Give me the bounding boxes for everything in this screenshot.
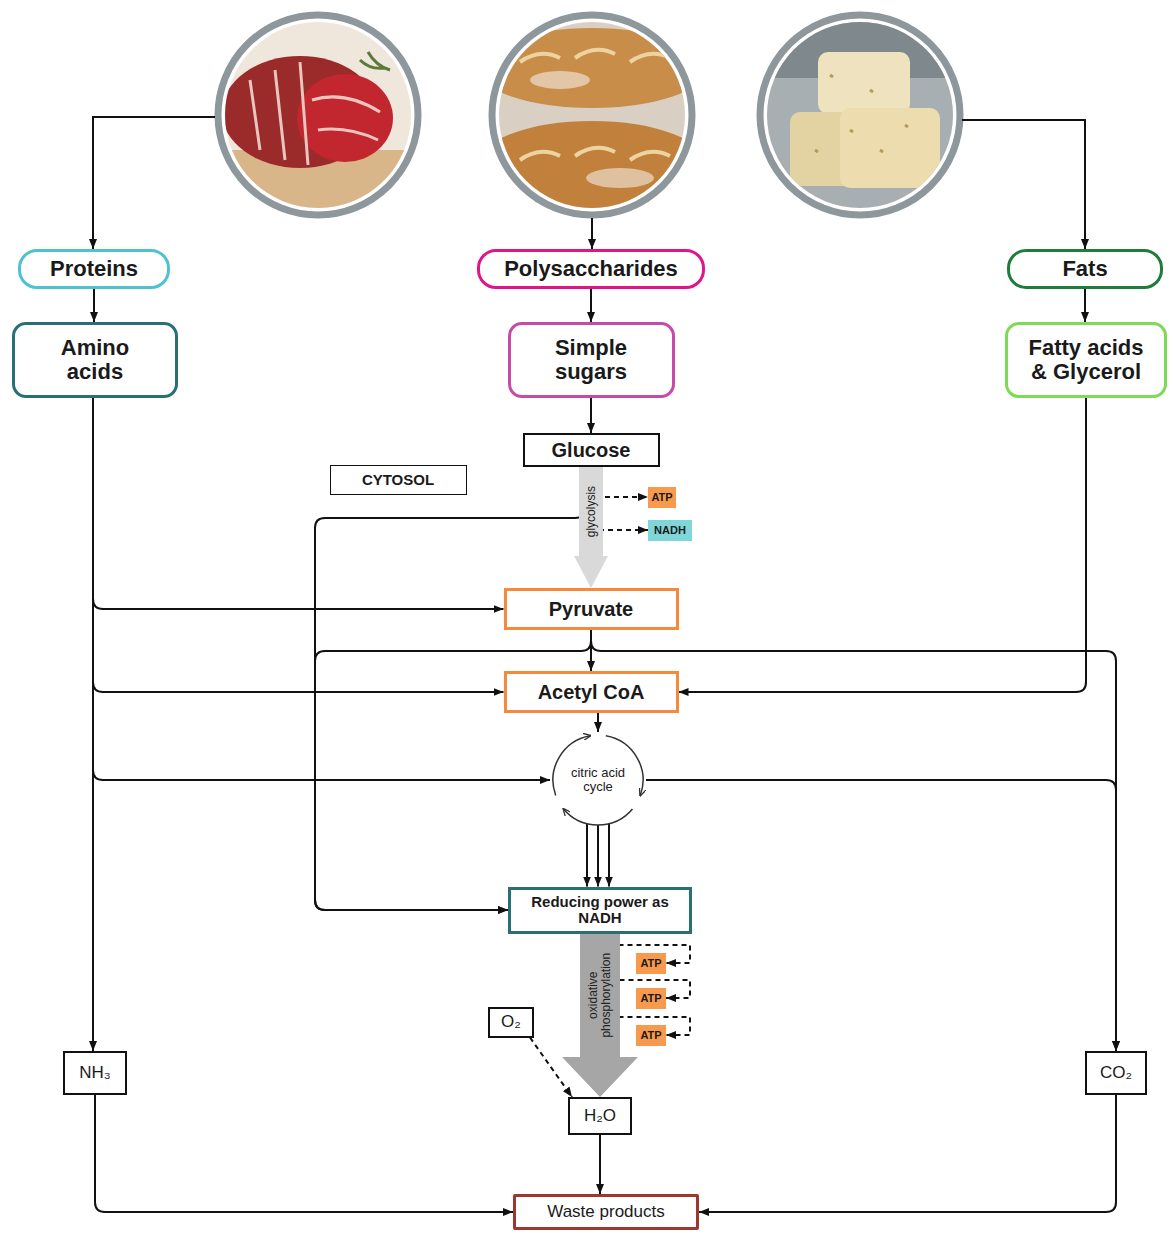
node-text: Acetyl CoA (538, 681, 645, 703)
node-text: citric acid cycle (562, 766, 634, 795)
photo-ring (760, 15, 960, 215)
node-text: ATP (640, 1029, 661, 1041)
connector (646, 780, 1116, 1051)
bread-photo (477, 18, 707, 218)
atp-tag: ATP (636, 988, 666, 1009)
nadh-tag: NADH (648, 520, 692, 541)
node-text: Fats (1062, 257, 1107, 281)
herb-sprig (360, 52, 390, 70)
connector (1084, 289, 1086, 322)
source-line (591, 218, 593, 249)
meat-string (250, 62, 380, 165)
photo-ring (492, 15, 692, 215)
meat-cut-face (297, 74, 393, 162)
connector (597, 713, 599, 732)
bread-loaf (477, 121, 707, 209)
process-arrow (562, 934, 638, 1098)
node-text: Glucose (552, 439, 631, 461)
building-block-box: Amino acids (12, 322, 178, 398)
connector (95, 1095, 513, 1212)
connector (93, 398, 504, 692)
cheese-rind-spot (815, 75, 908, 152)
source-line (962, 120, 1085, 249)
connector (590, 398, 592, 433)
connector (608, 824, 610, 887)
nutrient-class-box: Polysaccharides (477, 249, 705, 289)
node-text: Waste products (547, 1203, 664, 1222)
process-arrow (574, 467, 608, 588)
connector (92, 398, 94, 1051)
reducing-power-box: Reducing power as NADH (508, 887, 692, 934)
node-text: NH₃ (79, 1064, 110, 1083)
nutrient-class-box: Proteins (18, 249, 170, 289)
node-text: Proteins (50, 257, 138, 281)
molecule-box: NH₃ (63, 1051, 127, 1095)
band-group (562, 467, 638, 1097)
connector (597, 825, 599, 887)
node-text: Pyruvate (549, 598, 634, 620)
metabolite-box: Glucose (523, 433, 660, 467)
line-group (93, 289, 1116, 1212)
node-text: Reducing power as NADH (530, 894, 670, 927)
nutrient-class-box: Fats (1007, 249, 1163, 289)
source-line (93, 117, 215, 249)
node-text: Fatty acids & Glycerol (1020, 336, 1152, 384)
molecule-box: CO₂ (1085, 1051, 1147, 1095)
node-text: Amino acids (35, 336, 155, 384)
node-text: Polysaccharides (504, 257, 678, 281)
dashed-connector (530, 1038, 572, 1098)
node-text: O₂ (501, 1013, 521, 1032)
node-text: ATP (640, 992, 661, 1004)
connector (699, 1095, 1116, 1212)
node-text: CYTOSOL (362, 472, 434, 489)
connector (93, 289, 95, 322)
edge-label: glycolysis (585, 484, 598, 539)
connector (93, 398, 550, 780)
molecule-box: H₂O (568, 1097, 632, 1135)
cycle-circle: citric acid cycle (550, 732, 646, 828)
cycle-arc (564, 809, 633, 825)
connector (586, 824, 588, 887)
compartment-label: CYTOSOL (330, 465, 467, 495)
connector (679, 398, 1087, 692)
node-text: Simple sugars (531, 336, 651, 384)
photo-ring (218, 15, 418, 215)
building-block-box: Fatty acids & Glycerol (1005, 322, 1167, 398)
dashed-connector (612, 934, 690, 1036)
node-text: CO₂ (1100, 1064, 1132, 1083)
edge-label: oxidative phosphorylation (587, 943, 613, 1047)
building-block-box: Simple sugars (508, 322, 675, 398)
molecule-box: O₂ (488, 1007, 534, 1038)
dashed-connector (599, 467, 648, 497)
node-text: ATP (651, 491, 672, 503)
node-text: NADH (654, 524, 686, 536)
bread-loaf (477, 28, 707, 108)
atp-tag: ATP (648, 487, 676, 508)
connector (599, 1135, 601, 1194)
node-text: ATP (640, 957, 661, 969)
flour-dust (530, 71, 590, 89)
connector (590, 289, 592, 322)
waste-box: Waste products (513, 1194, 699, 1230)
metabolite-box: Pyruvate (504, 588, 679, 630)
cheese-block (840, 108, 940, 188)
atp-tag: ATP (636, 1025, 666, 1046)
metabolite-box: Acetyl CoA (504, 671, 679, 713)
bread-slash (520, 50, 670, 160)
node-text: H₂O (584, 1107, 616, 1126)
dashed-connector (599, 467, 648, 530)
connector (93, 398, 504, 609)
flour-dust (586, 168, 654, 188)
cheese-block (818, 52, 910, 114)
atp-tag: ATP (636, 953, 666, 974)
